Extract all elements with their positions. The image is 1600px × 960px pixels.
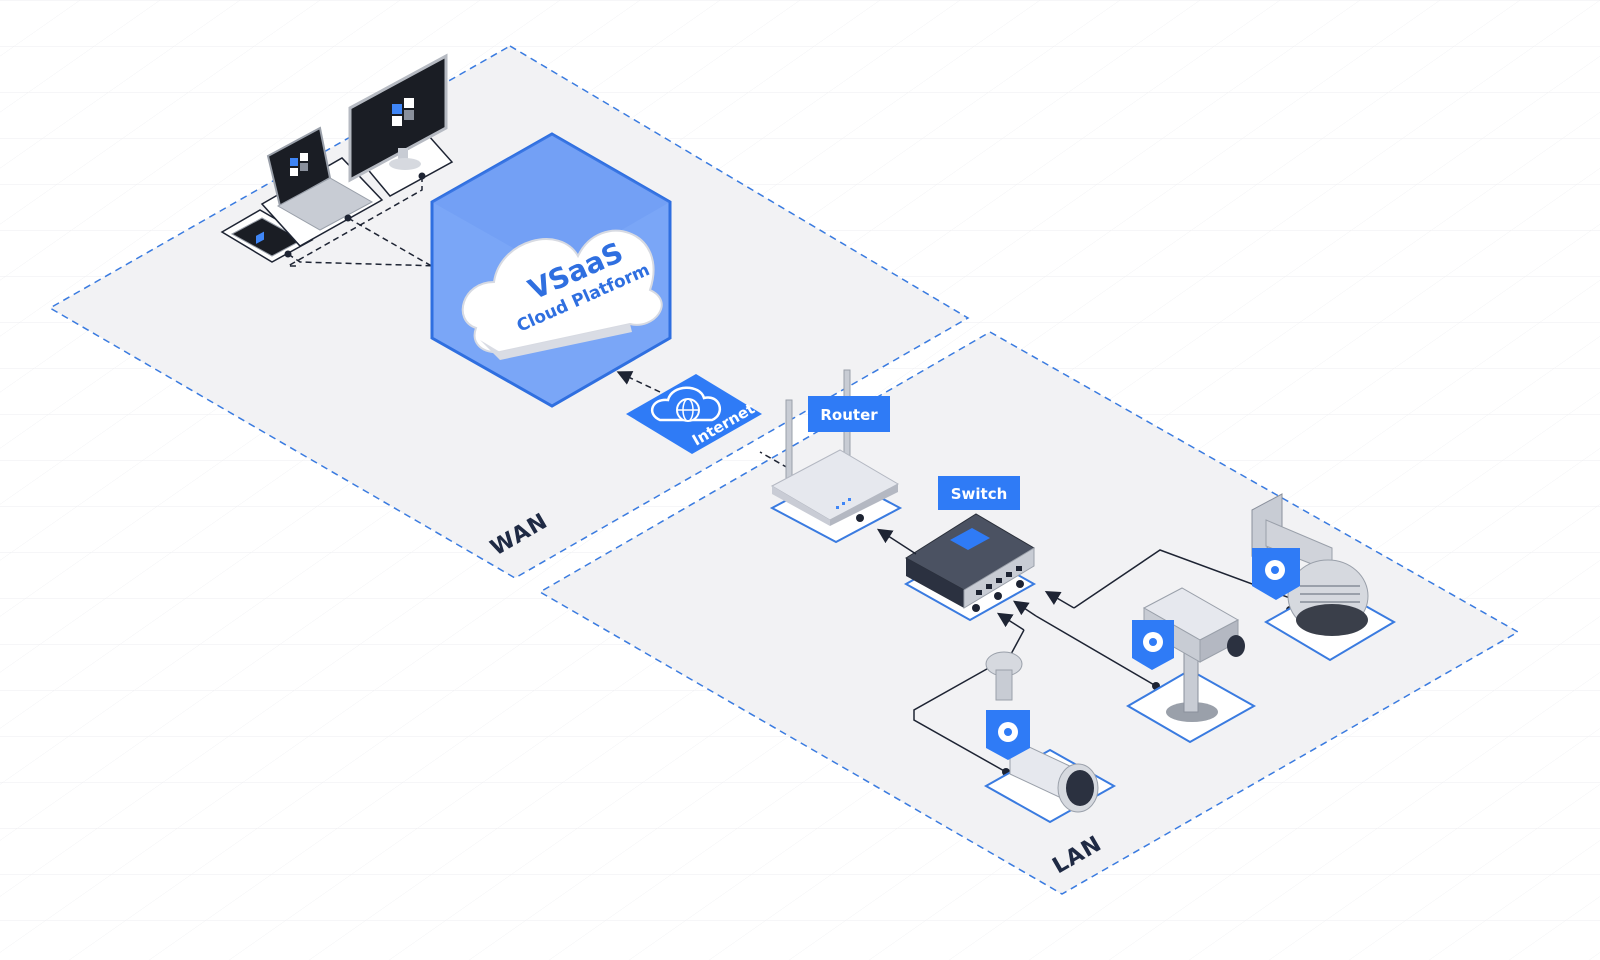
bullet-camera-link (913, 629, 1025, 773)
switch-label: Switch (951, 485, 1008, 503)
globe-icon (650, 386, 722, 422)
laptop-link (347, 217, 443, 273)
phone-link (287, 253, 441, 267)
gear-icon (986, 710, 1030, 760)
router-to-internet-link (759, 451, 789, 469)
cloud-icon (461, 229, 663, 360)
switch-icon (905, 513, 1035, 609)
switch-tag: Switch (938, 476, 1020, 510)
internet-to-cloud-arrow (616, 371, 661, 393)
gear-icon (1252, 548, 1300, 600)
router-tag: Router (808, 396, 890, 432)
router-label: Router (820, 406, 878, 424)
bullet-camera-icon (985, 651, 1099, 813)
ptz-camera-icon (1251, 493, 1369, 636)
monitor-link (285, 176, 423, 267)
box-camera-link (1035, 615, 1157, 687)
gear-icon (1132, 620, 1174, 670)
laptop-icon (266, 126, 374, 231)
switch-to-router-arrow (876, 528, 917, 555)
vsaas-cloud-platform: VSaaS Cloud Platform (430, 132, 672, 408)
monitor-icon (348, 53, 448, 183)
